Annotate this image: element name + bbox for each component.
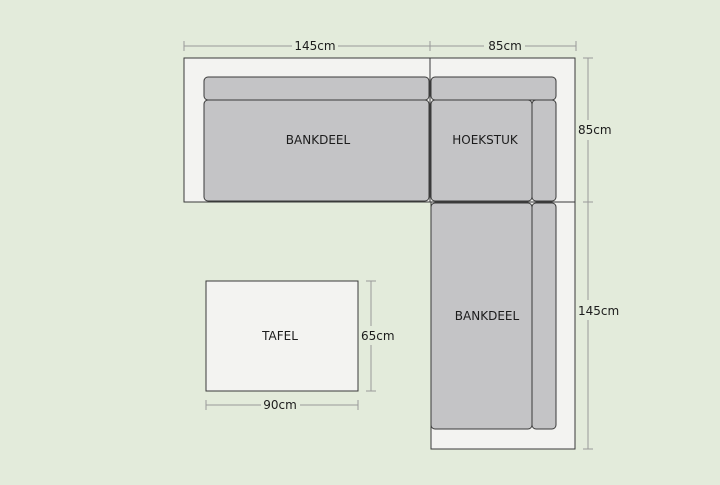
- corner-backrest: [430, 76, 557, 101]
- dimension-top-left-label: 145cm: [294, 39, 335, 53]
- sofa-left-backrest: [203, 76, 430, 101]
- dimension-table-height: [366, 280, 376, 392]
- table-label: TAFEL: [261, 329, 298, 343]
- dimension-top-right: [430, 41, 577, 51]
- sofa-left-label: BANKDEEL: [286, 133, 351, 147]
- dimension-table-width-label: 90cm: [263, 398, 297, 412]
- dimension-right-bottom-label: 145cm: [578, 304, 619, 318]
- corner-label: HOEKSTUK: [452, 133, 519, 147]
- sofa-left-seat: [203, 99, 430, 202]
- dimension-table-width: [205, 400, 359, 410]
- dimension-right: [583, 57, 593, 450]
- dimension-table-height-label: 65cm: [361, 329, 395, 343]
- sofa-right-label: BANKDEEL: [455, 309, 520, 323]
- corner-side-backrest: [531, 99, 557, 202]
- dimension-right-top-label: 85cm: [578, 123, 612, 137]
- dimension-top-right-label: 85cm: [488, 39, 522, 53]
- sofa-right-backrest: [531, 202, 557, 430]
- corner-seat: [430, 99, 533, 202]
- table: [205, 280, 359, 392]
